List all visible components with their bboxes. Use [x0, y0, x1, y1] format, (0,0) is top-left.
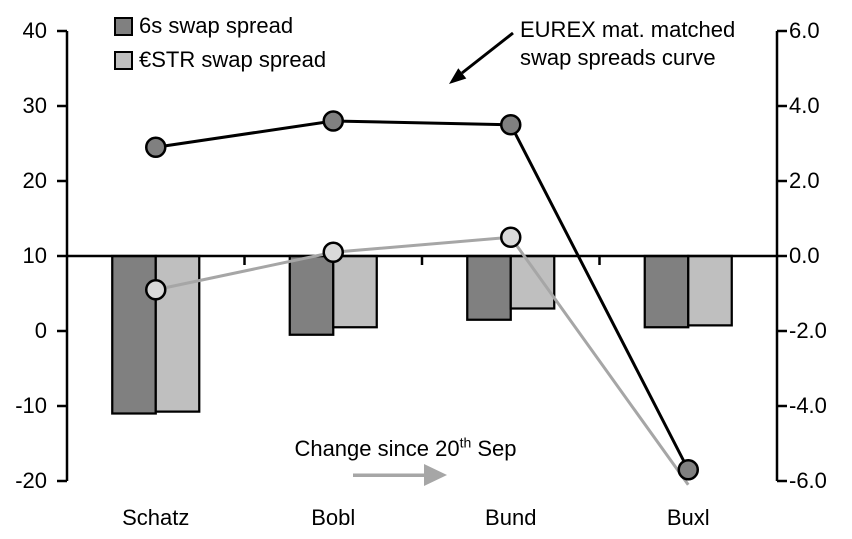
- left-axis-label--10: -10: [15, 393, 47, 418]
- right-axis-label--6.0: -6.0: [789, 468, 827, 493]
- right-axis-label-4.0: 4.0: [789, 93, 820, 118]
- bar-6s-change-bobl: [288, 254, 335, 336]
- legend: 6s swap spread €STR swap spread: [114, 13, 326, 81]
- marker-6s-curve-schatz: [145, 136, 167, 158]
- left-axis-label-0: 0: [34, 318, 47, 343]
- right-axis-label--4.0: -4.0: [789, 393, 827, 418]
- line-estr-curve: [155, 235, 690, 486]
- left-axis-label--20: -20: [15, 468, 47, 493]
- marker-6s-curve-bund: [500, 114, 522, 136]
- bar-6s-change-schatz: [111, 254, 157, 415]
- annotation-change-since: Change since 20th Sep: [278, 436, 533, 462]
- marker-6s-curve-bobl: [322, 110, 344, 132]
- annotation-change-prefix: Change since 20: [294, 436, 460, 461]
- marker-estr-curve-bobl: [322, 241, 344, 263]
- bar-estr-change-buxl: [687, 254, 733, 327]
- legend-item-estr-swap-spread: €STR swap spread: [114, 47, 326, 73]
- right-axis-label-6.0: 6.0: [789, 18, 820, 43]
- right-axis-label-2.0: 2.0: [789, 168, 820, 193]
- eurex-arrow: [449, 31, 514, 84]
- bar-6s-change-buxl: [643, 254, 690, 329]
- annotation-eurex-line2: swap spreads curve: [520, 45, 716, 70]
- annotation-eurex: EUREX mat. matched swap spreads curve: [520, 16, 735, 72]
- category-label-bobl: Bobl: [311, 505, 356, 530]
- legend-label-6s: 6s swap spread: [139, 13, 294, 38]
- bar-estr-change-bund: [509, 254, 556, 310]
- marker-6s-curve-buxl: [677, 459, 699, 481]
- right-axis-label--2.0: -2.0: [789, 318, 827, 343]
- legend-item-6s-swap-spread: 6s swap spread: [114, 13, 326, 39]
- left-axis-label-20: 20: [22, 168, 47, 193]
- bar-6s-change-bund: [466, 254, 512, 321]
- annotation-change-sup: th: [459, 434, 472, 451]
- line-6s-curve: [155, 119, 690, 471]
- legend-swatch-6s: [114, 16, 133, 36]
- change-arrow: [353, 464, 447, 486]
- legend-label-estr: €STR swap spread: [139, 47, 327, 72]
- right-axis-label-0.0: 0.0: [789, 243, 820, 268]
- left-axis-label-30: 30: [22, 93, 47, 118]
- left-axis-label-10: 10: [22, 243, 47, 268]
- bar-estr-change-bobl: [332, 254, 378, 329]
- annotation-change-suffix: Sep: [471, 436, 517, 461]
- marker-estr-curve-schatz: [145, 279, 167, 301]
- category-label-schatz: Schatz: [122, 505, 190, 530]
- bar-estr-change-schatz: [154, 254, 201, 413]
- category-label-bund: Bund: [485, 505, 537, 530]
- category-label-buxl: Buxl: [666, 505, 710, 530]
- annotation-eurex-line1: EUREX mat. matched: [520, 17, 736, 42]
- legend-swatch-estr: [114, 50, 133, 70]
- marker-estr-curve-bund: [500, 226, 522, 248]
- left-axis-label-40: 40: [22, 18, 47, 43]
